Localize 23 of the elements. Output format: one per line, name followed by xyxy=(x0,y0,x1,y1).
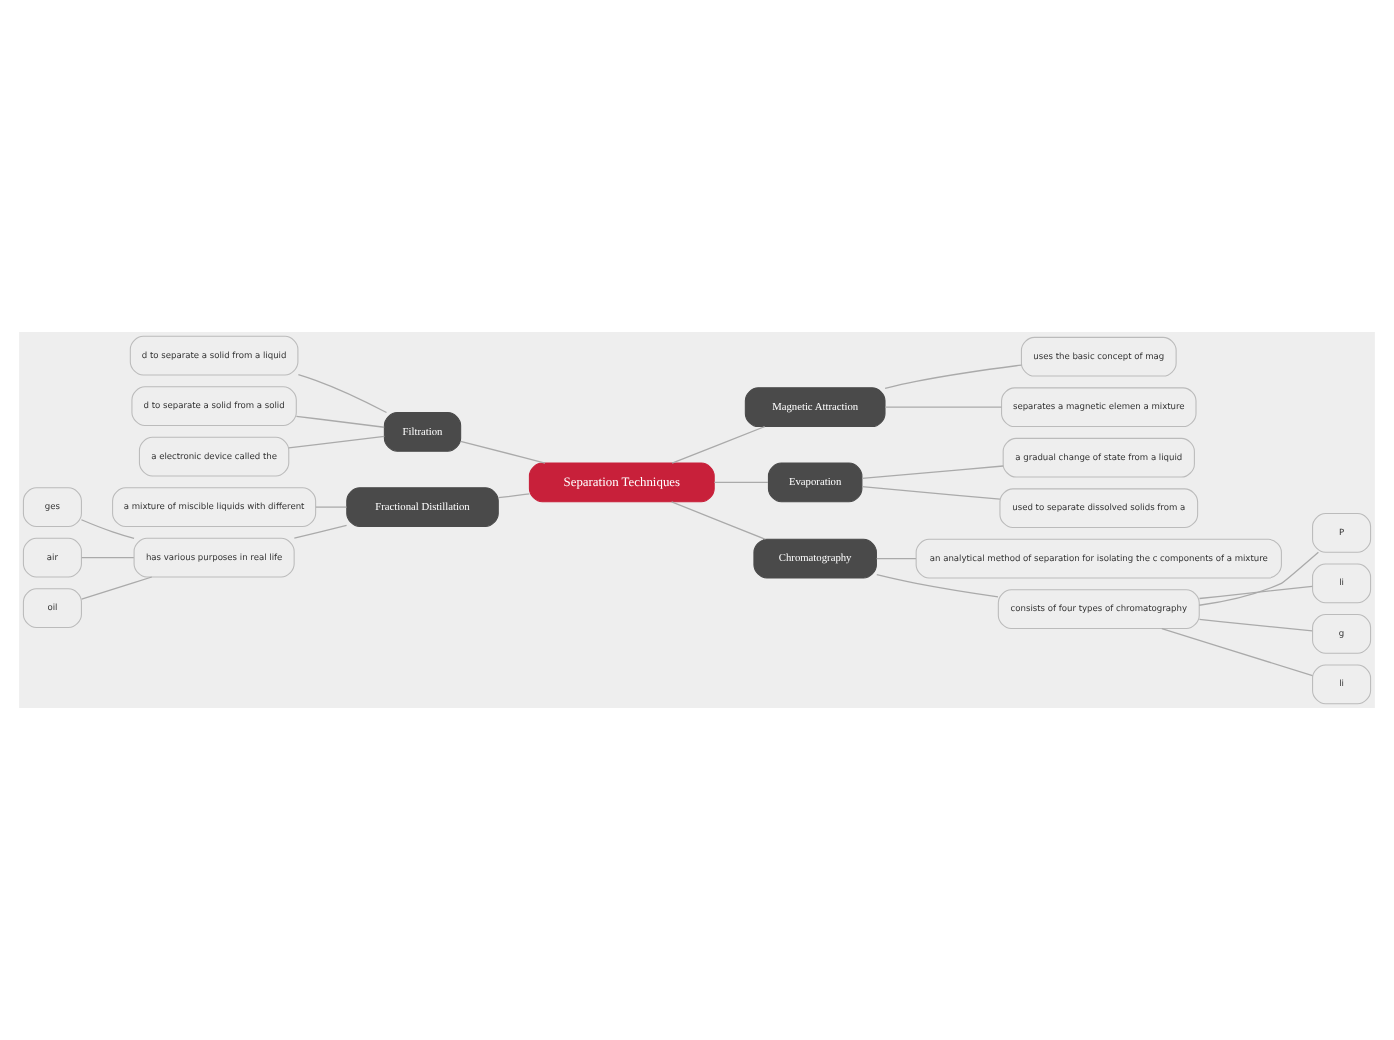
connector xyxy=(1198,618,1313,632)
connector xyxy=(1198,585,1313,600)
connector xyxy=(315,506,348,508)
connector xyxy=(861,465,1004,479)
connector xyxy=(671,501,767,540)
connector xyxy=(1161,627,1314,677)
connector xyxy=(884,406,1003,408)
connector xyxy=(81,576,153,600)
connector xyxy=(297,374,388,414)
connector xyxy=(288,435,385,449)
connector xyxy=(460,440,546,464)
connector xyxy=(80,519,135,540)
connector xyxy=(876,558,917,560)
connector xyxy=(497,493,531,499)
connector xyxy=(876,574,999,598)
connector xyxy=(295,415,385,428)
connector xyxy=(293,524,348,539)
connector xyxy=(1198,551,1320,606)
connector xyxy=(884,364,1023,389)
connector xyxy=(671,426,766,464)
connector xyxy=(861,485,1001,500)
connector xyxy=(81,556,135,559)
connector xyxy=(713,481,769,484)
